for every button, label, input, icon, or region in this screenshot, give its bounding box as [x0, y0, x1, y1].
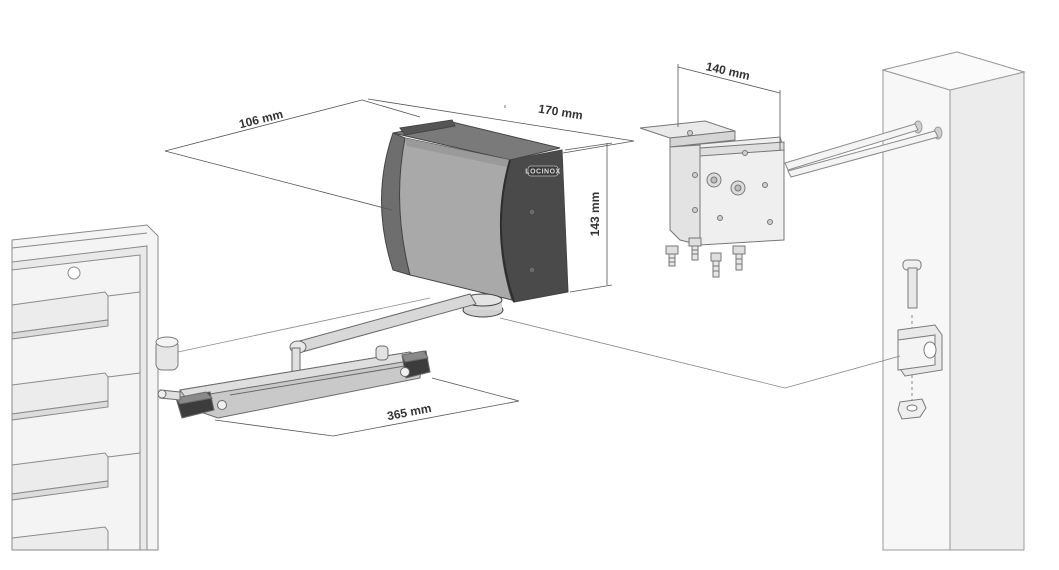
dimension-height-label: 143 mm	[588, 192, 602, 237]
bolts	[665, 237, 746, 278]
dimension-depth-label: 106 mm	[238, 107, 285, 131]
bolt-icon	[710, 252, 722, 278]
dimension-arm-length-label: 365 mm	[386, 401, 433, 423]
dimension-width-label: 170 mm	[537, 102, 583, 123]
cover-screw-icon	[528, 208, 536, 216]
pivot-bracket	[897, 259, 943, 420]
operator-arm	[157, 293, 477, 419]
arm-pin-icon	[217, 400, 227, 410]
gate-pivot	[155, 336, 179, 371]
gate-post	[881, 51, 1026, 551]
guide-lines	[177, 297, 901, 389]
arm-pin-icon	[400, 367, 410, 377]
cover-screw-icon	[528, 266, 536, 274]
mounting-rods	[784, 123, 939, 178]
bolt-icon	[732, 245, 746, 271]
gate-operator: LOCINOX	[381, 119, 569, 318]
brand-logo: LOCINOX	[525, 169, 560, 176]
mounting-bracket	[639, 120, 786, 246]
dimension-lines	[164, 64, 781, 437]
gate-leaf	[11, 224, 159, 551]
bolt-icon	[665, 245, 679, 267]
gate-hole-icon	[67, 266, 81, 280]
bolt-icon	[688, 237, 702, 261]
